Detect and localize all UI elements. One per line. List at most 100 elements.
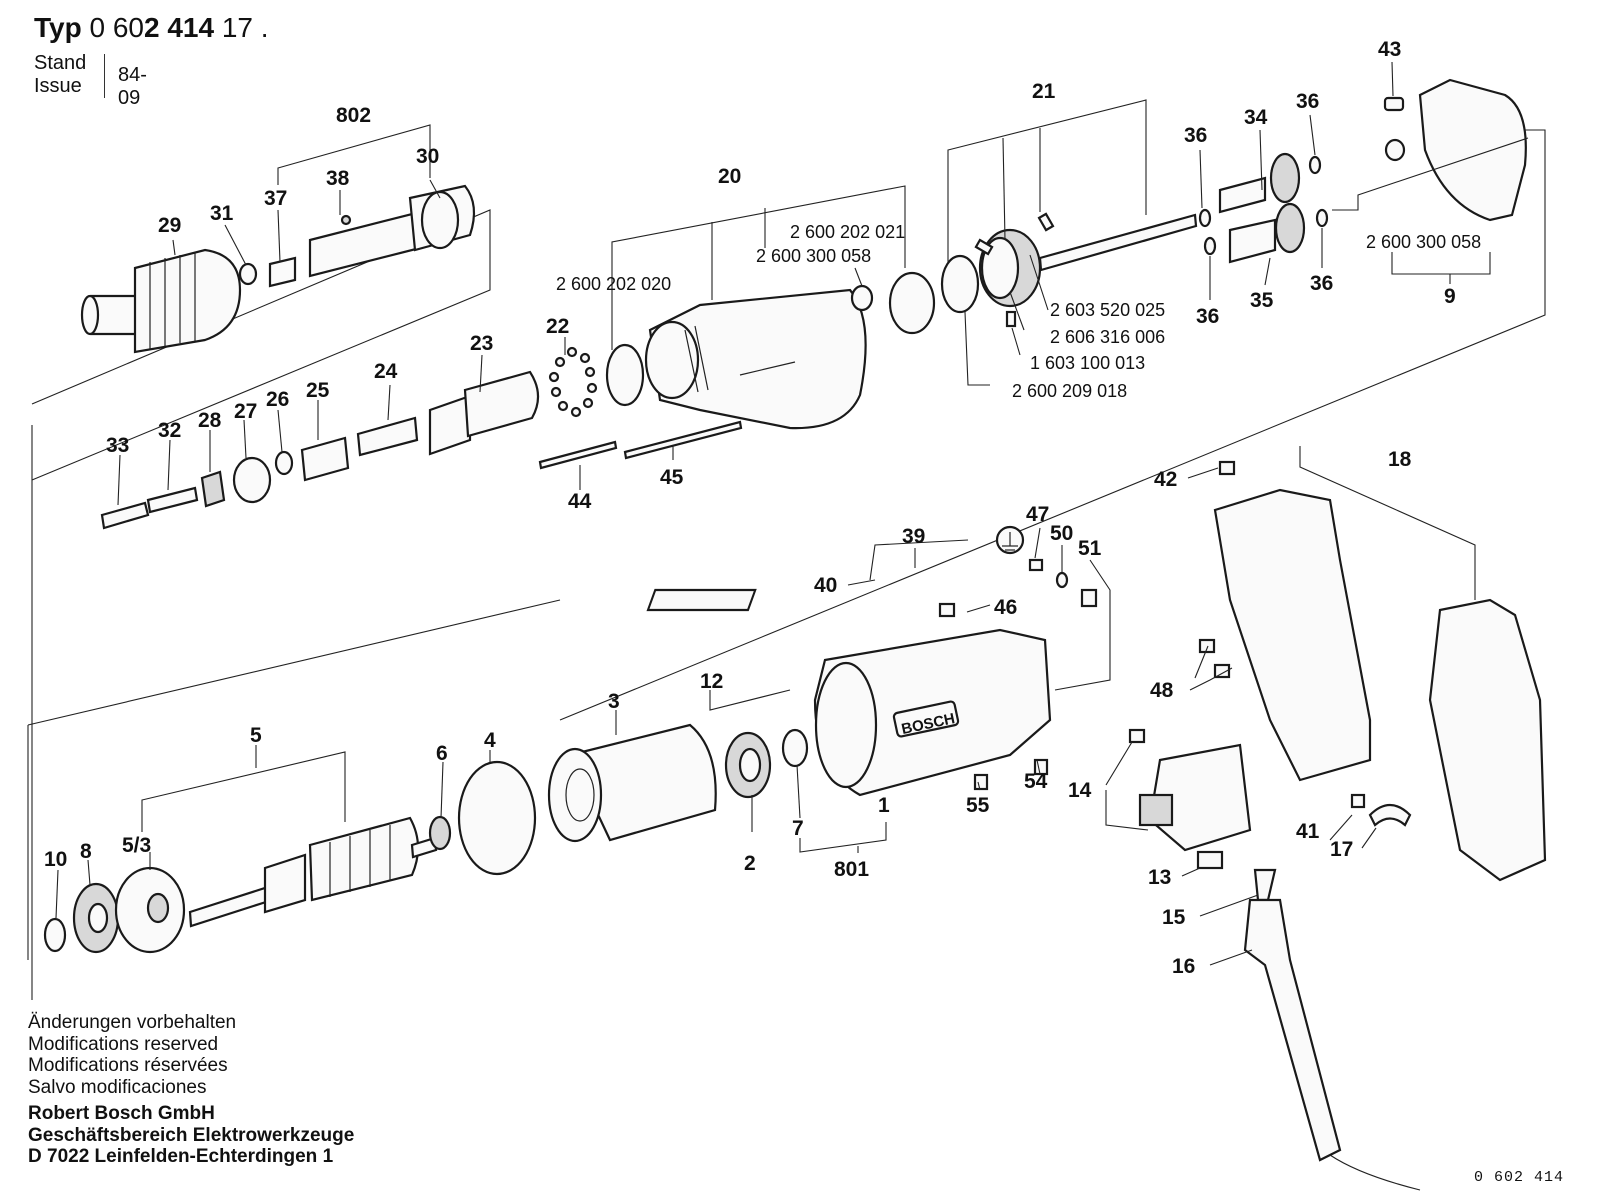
cable-clamp-17 bbox=[1368, 803, 1412, 827]
label-4: 4 bbox=[484, 729, 496, 752]
label-33: 33 bbox=[106, 434, 129, 457]
pin-upper bbox=[1037, 212, 1055, 232]
label-44: 44 bbox=[568, 490, 592, 513]
washer-36-a bbox=[1198, 208, 1212, 228]
ball-38 bbox=[340, 214, 352, 226]
type-prefix: 0 60 bbox=[89, 12, 144, 43]
lower-left-edge bbox=[27, 599, 561, 726]
ring-4 bbox=[457, 760, 537, 876]
note-es: Salvo modificaciones bbox=[28, 1076, 207, 1098]
bearing-8-bore bbox=[87, 902, 109, 934]
label-36-a: 36 bbox=[1184, 124, 1207, 147]
gear-cover bbox=[1418, 78, 1527, 222]
label-22: 22 bbox=[546, 315, 569, 338]
type-label: Typ bbox=[34, 12, 82, 43]
footer-block: Änderungen vorbehalten Modifications res… bbox=[28, 1012, 354, 1168]
sleeve-27 bbox=[232, 456, 272, 504]
brand-badge bbox=[892, 700, 960, 738]
label-10: 10 bbox=[44, 848, 67, 871]
screw-switch bbox=[1128, 728, 1146, 744]
screw-42 bbox=[1218, 460, 1236, 476]
label-46: 46 bbox=[994, 596, 1017, 619]
washer-36-c bbox=[1203, 236, 1217, 256]
chuck-29 bbox=[80, 248, 242, 354]
spring-24 bbox=[356, 416, 419, 457]
armature-5 bbox=[188, 816, 438, 928]
washer-10 bbox=[43, 917, 67, 953]
screw-45 bbox=[623, 420, 743, 460]
spindle-flange-face bbox=[420, 190, 460, 250]
issue-divider bbox=[104, 54, 105, 98]
ring-2600202021 bbox=[888, 271, 936, 335]
bearing-6 bbox=[428, 815, 452, 851]
nut-28 bbox=[200, 470, 226, 508]
gear-21-face bbox=[980, 236, 1020, 300]
label-1: 1 bbox=[878, 794, 890, 817]
issue-date: 84-09 bbox=[118, 64, 147, 109]
label-55: 55 bbox=[966, 794, 990, 817]
label-23: 23 bbox=[470, 332, 493, 355]
pin-1603100013 bbox=[1005, 310, 1017, 328]
label-36-d: 36 bbox=[1310, 272, 1333, 295]
field-3 bbox=[547, 723, 717, 843]
assembly-plane-outlines bbox=[27, 129, 1546, 1000]
catalog-2600202021: 2 600 202 021 bbox=[790, 222, 905, 242]
label-30: 30 bbox=[416, 145, 439, 168]
label-14: 14 bbox=[1068, 779, 1092, 802]
bearing-2600300058 bbox=[850, 284, 874, 312]
screw-41 bbox=[1350, 793, 1366, 809]
fan-hub bbox=[146, 892, 170, 924]
fan-5-3 bbox=[114, 866, 186, 954]
company-division: Geschäftsbereich Elektrowerkzeuge bbox=[28, 1124, 355, 1146]
gear-35 bbox=[1228, 202, 1306, 264]
label-28: 28 bbox=[198, 409, 222, 432]
terminal-13 bbox=[1196, 850, 1224, 870]
ring-2-bore bbox=[738, 747, 762, 783]
plate-39 bbox=[646, 588, 757, 612]
label-40: 40 bbox=[814, 574, 837, 597]
part-number-labels: 1 2 3 4 5 5/3 6 7 8 9 10 12 13 14 15 16 … bbox=[44, 38, 1456, 978]
spring-25 bbox=[300, 436, 350, 482]
chuck-body bbox=[133, 248, 242, 354]
label-36-b: 36 bbox=[1296, 90, 1319, 113]
chuck-nose-face bbox=[80, 294, 100, 336]
label-801: 801 bbox=[834, 858, 869, 881]
leader-lines bbox=[55, 61, 1529, 966]
catalog-number-labels: 2 600 202 021 2 600 300 058 2 600 202 02… bbox=[556, 222, 1481, 401]
label-26: 26 bbox=[266, 388, 289, 411]
spindle-shaft bbox=[308, 210, 422, 278]
commutator bbox=[263, 853, 307, 914]
pin-left bbox=[974, 238, 994, 256]
label-50: 50 bbox=[1050, 522, 1073, 545]
clip-51 bbox=[1080, 588, 1098, 608]
note-en: Modifications reserved bbox=[28, 1033, 219, 1055]
gear-34 bbox=[1218, 152, 1301, 214]
label-27: 27 bbox=[234, 400, 257, 423]
label-34: 34 bbox=[1244, 106, 1268, 129]
label-12: 12 bbox=[700, 670, 723, 693]
armature-core bbox=[308, 816, 420, 902]
label-54: 54 bbox=[1024, 770, 1048, 793]
catalog-2606316006: 2 606 316 006 bbox=[1050, 327, 1165, 347]
catalog-1603100013: 1 603 100 013 bbox=[1030, 353, 1145, 373]
label-45: 45 bbox=[660, 466, 684, 489]
label-9: 9 bbox=[1444, 285, 1456, 308]
spring-33 bbox=[100, 501, 150, 530]
label-5: 5 bbox=[250, 724, 262, 747]
label-2: 2 bbox=[744, 852, 756, 875]
key-37 bbox=[268, 256, 297, 288]
gear-housing-slot bbox=[739, 361, 796, 376]
cable-sleeve-16 bbox=[1243, 898, 1342, 1162]
note-fr: Modifications réservées bbox=[28, 1055, 228, 1076]
catalog-2600202020: 2 600 202 020 bbox=[556, 274, 671, 294]
label-37: 37 bbox=[264, 187, 287, 210]
label-43: 43 bbox=[1378, 38, 1401, 61]
label-32: 32 bbox=[158, 419, 181, 442]
ball-ring-22 bbox=[548, 346, 598, 418]
upper-plane-edge bbox=[31, 209, 491, 481]
label-48: 48 bbox=[1150, 679, 1174, 702]
label-8: 8 bbox=[80, 840, 92, 863]
label-31: 31 bbox=[210, 202, 234, 225]
type-number-bold: 2 414 bbox=[143, 12, 215, 43]
